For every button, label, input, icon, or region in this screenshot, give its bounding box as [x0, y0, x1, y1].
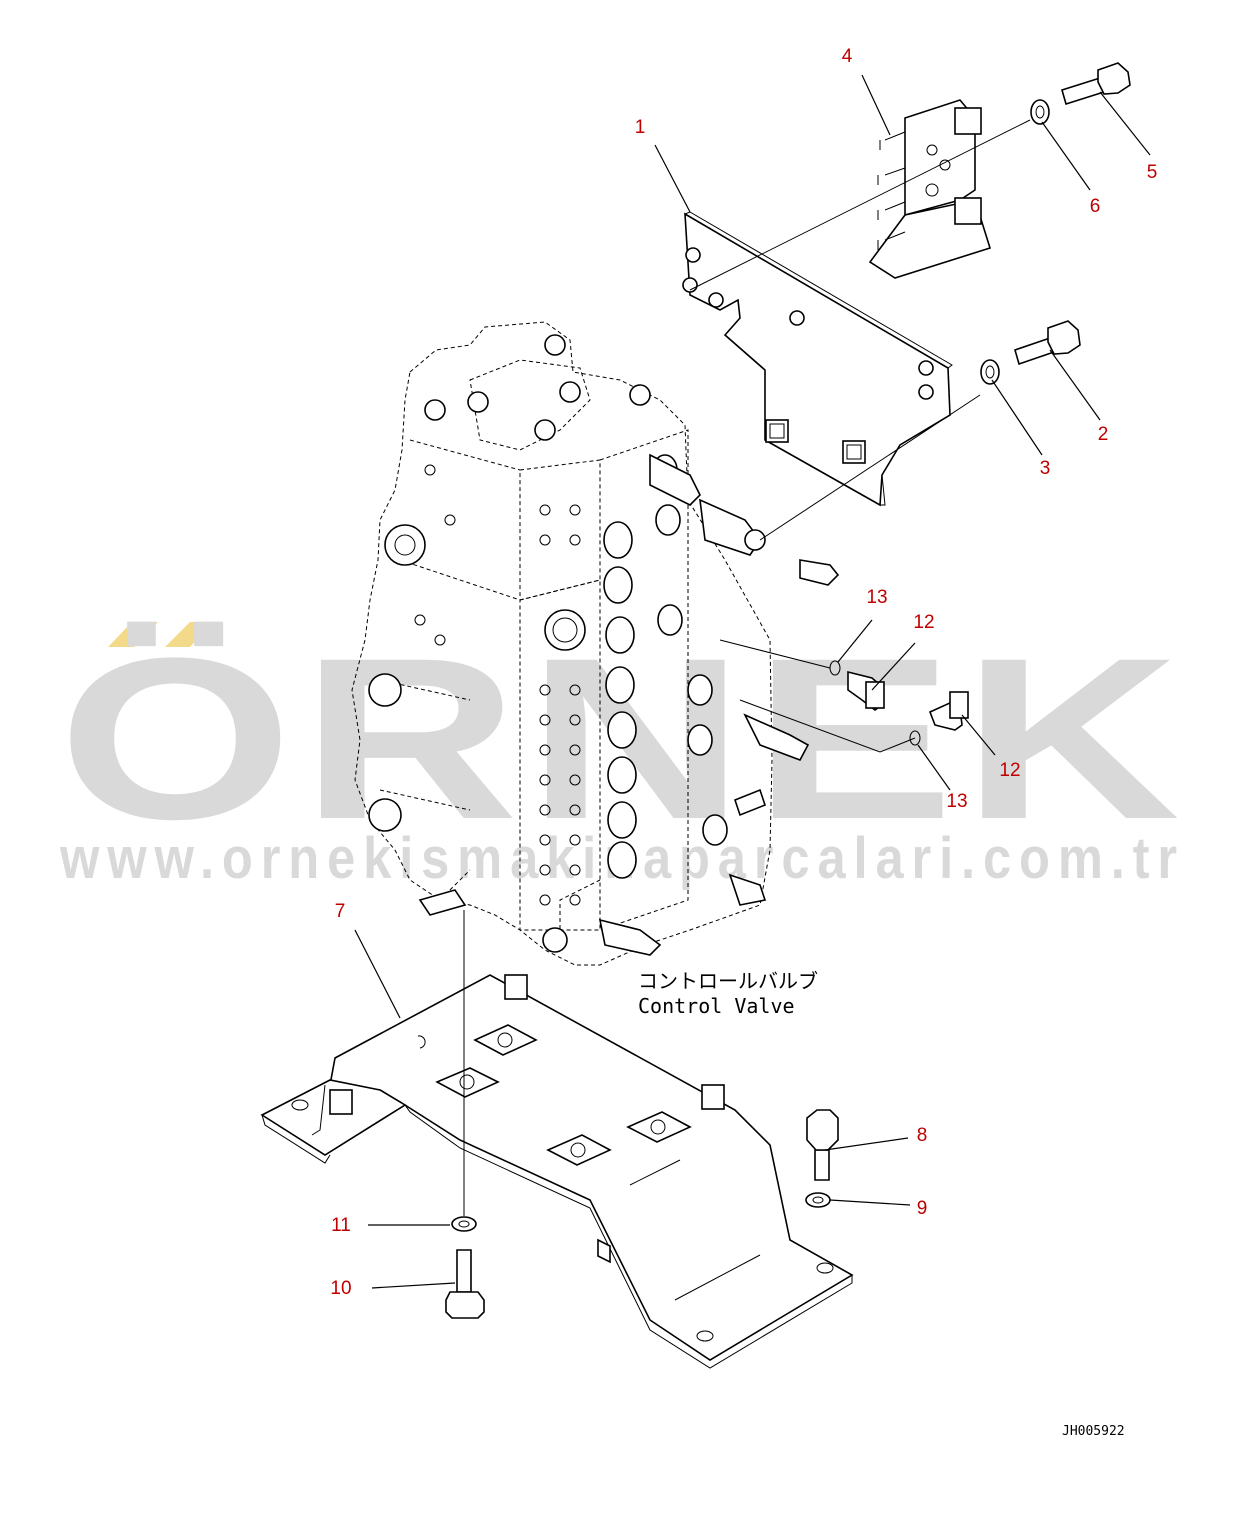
callout-label-12-upper: 12	[913, 612, 934, 633]
callout-label-9: 9	[917, 1198, 928, 1219]
mounting-bracket-part-7	[260, 974, 854, 1369]
callout-label-3: 3	[1040, 458, 1051, 479]
watermark-accent-right	[165, 622, 214, 647]
callout-label-11: 11	[331, 1215, 351, 1236]
bolt-part-8	[806, 1109, 839, 1181]
callout-label-13-upper: 13	[866, 587, 887, 608]
bolt-part-10	[445, 1249, 485, 1319]
valve-ports	[414, 464, 581, 906]
control-valve-body	[351, 321, 840, 966]
valve-fittings	[368, 334, 840, 956]
callout-label-7: 7	[335, 901, 346, 922]
watermark-accent-left	[108, 622, 158, 647]
callout-label-13-lower: 13	[946, 791, 967, 812]
bracket-part-1	[682, 211, 953, 507]
callout-label-4: 4	[842, 46, 853, 67]
callout-label-12-lower: 12	[999, 760, 1020, 781]
sensor-part-12-upper	[847, 670, 885, 711]
bolt-part-2	[1014, 320, 1081, 366]
clip-bracket-part-4	[868, 99, 992, 279]
o-ring-part-13-lower	[909, 730, 921, 746]
callout-label-8: 8	[917, 1125, 928, 1146]
bolt-part-5	[1061, 62, 1131, 106]
washer-part-6	[1030, 99, 1050, 125]
callout-labels: 1 2 3 4 5 6 7 8 9 11 10 12 12 13 13	[330, 46, 1157, 1299]
washer-part-11	[451, 1216, 477, 1232]
callout-label-10: 10	[330, 1278, 351, 1299]
sensor-part-12-lower	[928, 691, 969, 731]
washer-part-3	[980, 359, 1000, 385]
drawing-code: JH005922	[1062, 1424, 1125, 1439]
callout-leaders	[354, 74, 1151, 1289]
callout-label-2: 2	[1098, 424, 1109, 445]
washer-part-9	[805, 1192, 831, 1208]
assembly-lines	[463, 119, 1031, 1216]
callout-label-5: 5	[1147, 162, 1158, 183]
caption-japanese: コントロールバルブ	[638, 969, 818, 993]
caption-english: Control Valve	[638, 994, 795, 1018]
callout-label-1: 1	[635, 117, 646, 138]
callout-label-6: 6	[1090, 196, 1101, 217]
